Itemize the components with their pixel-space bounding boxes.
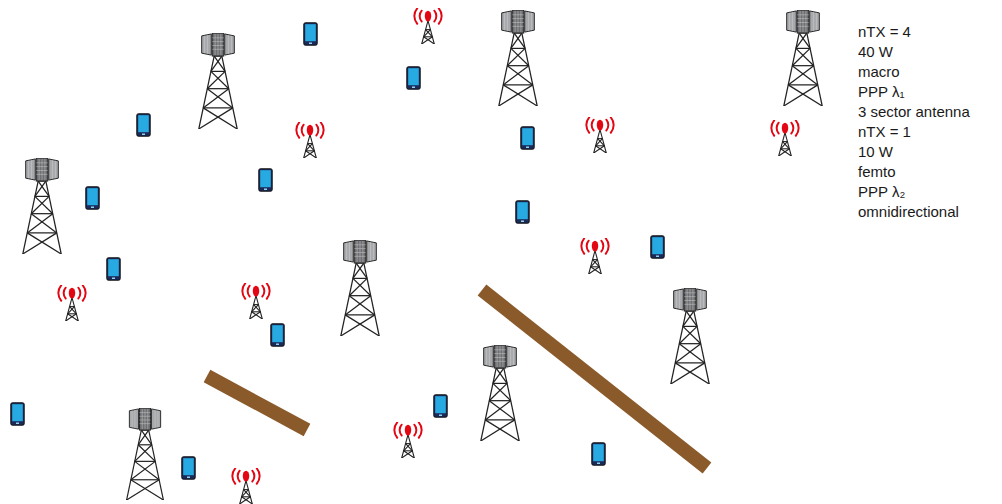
femto-cell [242, 283, 269, 319]
macro-tower [341, 240, 379, 336]
legend-text: 3 sector antenna [858, 102, 970, 122]
wall [207, 376, 307, 430]
macro-tower [23, 158, 61, 254]
legend-text: macro [858, 62, 970, 82]
legend-text: 40 W [858, 42, 970, 62]
phone [592, 443, 605, 465]
walls [207, 290, 707, 468]
femto-cell [586, 117, 613, 153]
phone [407, 67, 420, 89]
femto-cell [581, 238, 608, 274]
legend: nTX = 440 WmacroPPP λ₁3 sector antennanT… [858, 22, 970, 222]
legend-text: PPP λ₂ [858, 182, 970, 202]
phone [304, 23, 317, 45]
femto-cell [232, 468, 259, 504]
legend-femto-icon [771, 120, 798, 156]
phone [182, 457, 195, 479]
phone [259, 169, 272, 191]
legend-text: 10 W [858, 142, 970, 162]
macro-tower [499, 10, 537, 106]
legend-text: femto [858, 162, 970, 182]
macro-tower [127, 408, 164, 500]
femto-cell [394, 422, 421, 458]
macro-tower [199, 33, 237, 129]
wall [482, 290, 707, 468]
macro-tower [481, 345, 519, 441]
femto-cell [414, 8, 441, 44]
femto-cell [296, 122, 323, 158]
legend-text: omnidirectional [858, 202, 970, 222]
phone [86, 187, 99, 209]
femto-cell [58, 285, 85, 321]
femto-cells [58, 8, 798, 504]
legend-text: nTX = 1 [858, 122, 970, 142]
phone [521, 127, 534, 149]
phone [434, 395, 447, 417]
phone [651, 236, 664, 258]
phone [11, 403, 24, 425]
phone [516, 201, 529, 223]
macro-towers [23, 10, 822, 500]
phone [271, 324, 284, 346]
macro-tower [671, 288, 709, 384]
phone [107, 258, 120, 280]
legend-text: nTX = 4 [858, 22, 970, 42]
user-devices [11, 23, 664, 479]
legend-macro-icon [784, 10, 822, 106]
legend-text: PPP λ₁ [858, 82, 970, 102]
phone [137, 114, 150, 136]
